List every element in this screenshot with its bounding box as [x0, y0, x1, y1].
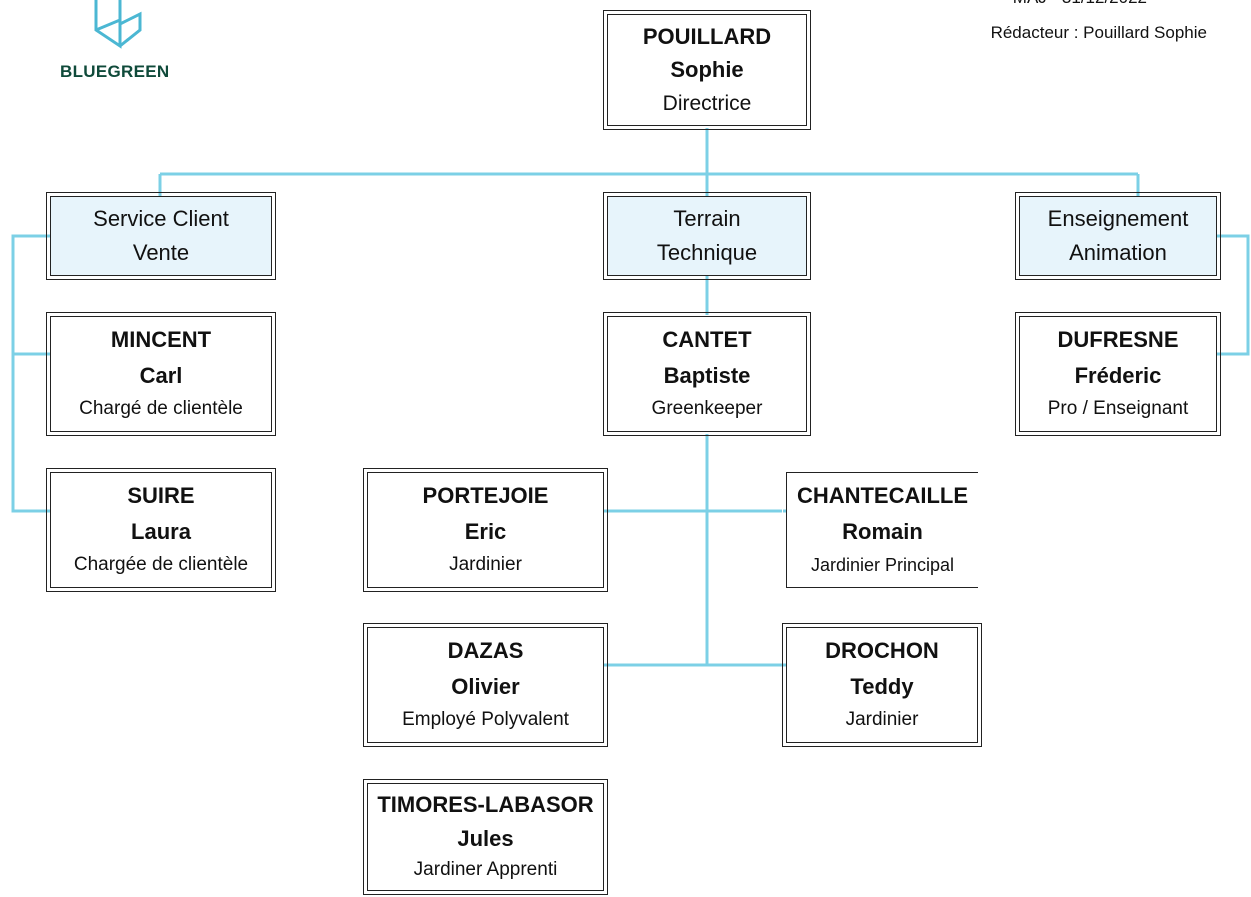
- first-name: Teddy: [850, 673, 914, 699]
- department-teaching: Enseignement Animation: [1015, 192, 1221, 280]
- last-name: PORTEJOIE: [422, 483, 549, 509]
- department-line2: Animation: [1069, 239, 1167, 265]
- last-name: DROCHON: [825, 638, 939, 664]
- first-name: Olivier: [451, 673, 520, 699]
- role: Chargé de clientèle: [79, 397, 243, 419]
- person-cantet: CANTET Baptiste Greenkeeper: [603, 312, 811, 436]
- first-name: Romain: [842, 519, 923, 545]
- first-name: Sophie: [670, 57, 744, 83]
- department-line2: Technique: [656, 239, 758, 265]
- last-name: SUIRE: [127, 483, 195, 509]
- person-portejoie: PORTEJOIE Eric Jardinier: [363, 468, 608, 592]
- editor-line: Rédacteur : Pouillard Sophie: [990, 23, 1207, 42]
- department-line1: Terrain: [673, 205, 741, 231]
- role: Chargée de clientèle: [73, 553, 249, 575]
- person-drochon: DROCHON Teddy Jardinier: [782, 623, 982, 747]
- last-name: DUFRESNE: [1057, 327, 1179, 353]
- building-icon: [94, 0, 142, 49]
- person-chantecaille: CHANTECAILLE Romain Jardinier Principal: [782, 468, 982, 592]
- first-name: Eric: [464, 518, 507, 544]
- role: Greenkeeper: [651, 397, 763, 419]
- last-name: CANTET: [662, 327, 752, 353]
- role: Pro / Enseignant: [1047, 397, 1189, 419]
- department-line2: Vente: [132, 239, 190, 265]
- bluegreen-logo: BLUEGREEN: [60, 0, 190, 90]
- person-mincent: MINCENT Carl Chargé de clientèle: [46, 312, 276, 436]
- person-suire: SUIRE Laura Chargée de clientèle: [46, 468, 276, 592]
- role: Jardinier: [845, 708, 919, 730]
- department-terrain: Terrain Technique: [603, 192, 811, 280]
- last-name: MINCENT: [110, 327, 212, 353]
- first-name: Baptiste: [663, 362, 751, 388]
- first-name: Carl: [139, 362, 183, 388]
- person-dufresne: DUFRESNE Fréderic Pro / Enseignant: [1015, 312, 1221, 436]
- last-name: TIMORES-LABASOR: [377, 792, 594, 818]
- role: Jardinier: [449, 553, 522, 575]
- director-box: POUILLARD Sophie Directrice: [603, 10, 811, 130]
- role: Directrice: [662, 92, 752, 116]
- department-client: Service Client Vente: [46, 192, 276, 280]
- person-dazas: DAZAS Olivier Employé Polyvalent: [363, 623, 608, 747]
- teaching-bracket: [1217, 234, 1250, 356]
- first-name: Jules: [457, 825, 514, 851]
- person-timores: TIMORES-LABASOR Jules Jardiner Apprenti: [363, 779, 608, 895]
- client-bracket: [11, 234, 50, 513]
- last-name: CHANTECAILLE: [796, 483, 969, 509]
- last-name: POUILLARD: [642, 23, 772, 49]
- last-name: DAZAS: [447, 638, 524, 664]
- department-line1: Enseignement: [1047, 205, 1189, 231]
- role: Jardiner Apprenti: [413, 858, 558, 880]
- role: Jardinier Principal: [810, 554, 955, 575]
- update-date: MAJ - 31/12/2022: [1013, 0, 1147, 8]
- department-line1: Service Client: [93, 205, 229, 231]
- first-name: Laura: [131, 518, 191, 544]
- logo-wordmark: BLUEGREEN: [60, 62, 170, 81]
- role: Employé Polyvalent: [402, 708, 569, 730]
- first-name: Fréderic: [1074, 362, 1162, 388]
